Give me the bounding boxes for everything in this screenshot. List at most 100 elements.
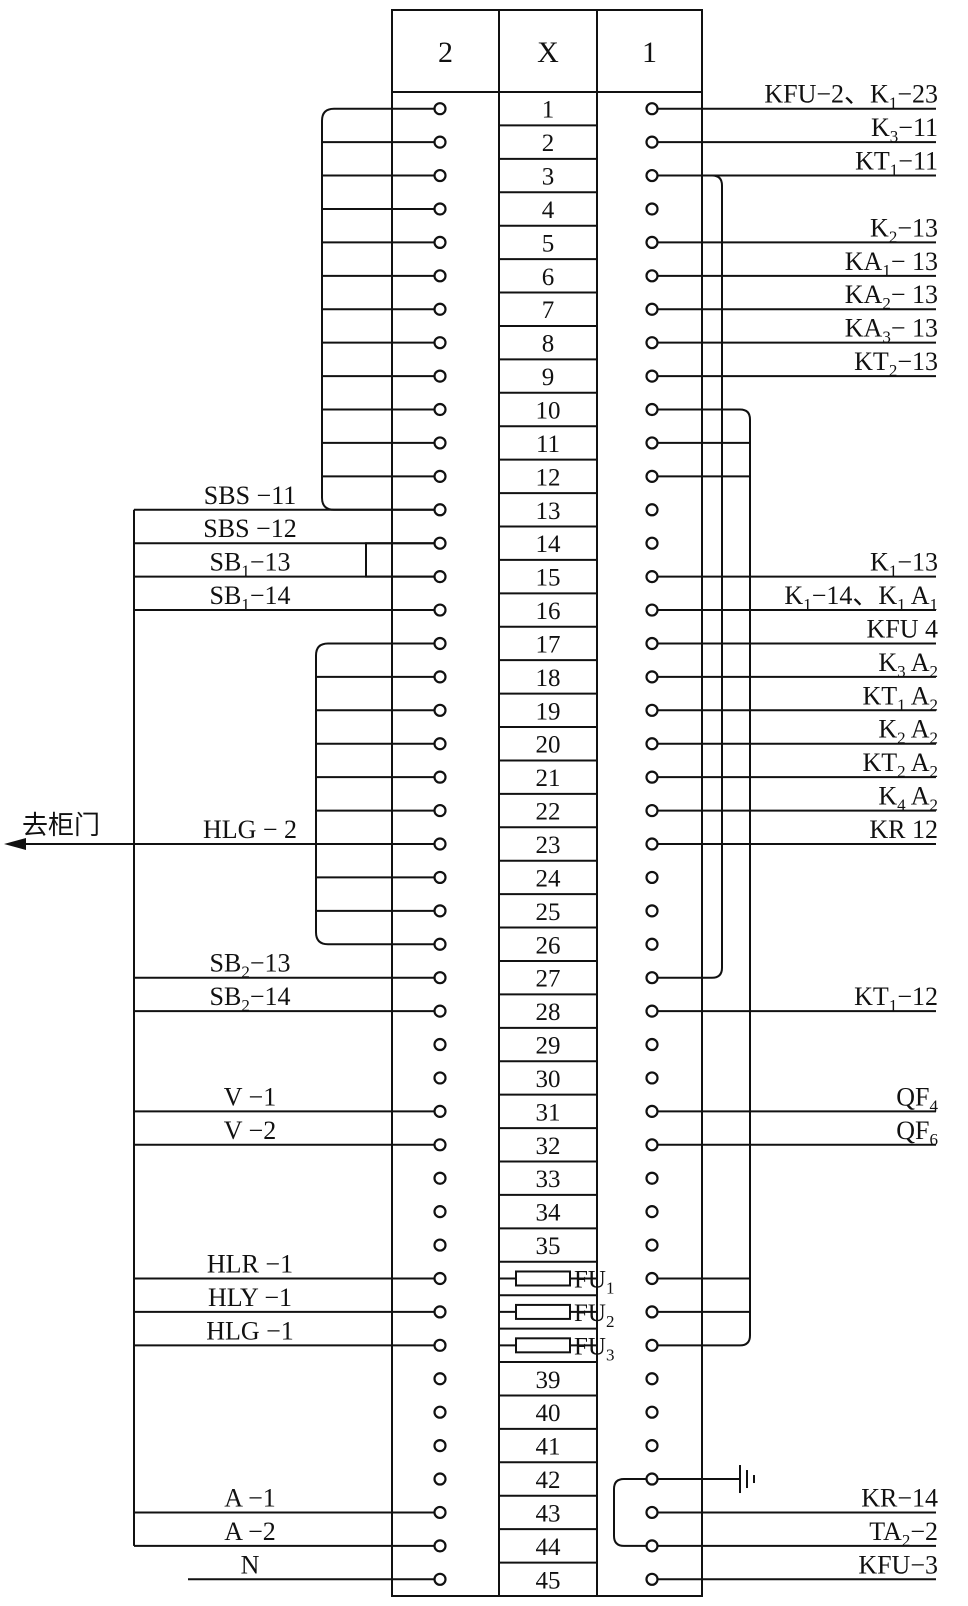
fuse-symbol bbox=[515, 1270, 571, 1287]
terminal-number: 17 bbox=[536, 631, 561, 658]
terminal-left bbox=[433, 1271, 447, 1286]
terminal-number: 12 bbox=[536, 464, 561, 491]
wire-label-right: KFU 4 bbox=[866, 614, 938, 643]
terminal-right bbox=[645, 402, 659, 417]
jumper-right bbox=[658, 408, 751, 1347]
jumper-right bbox=[658, 174, 723, 979]
terminal-number: 43 bbox=[536, 1500, 561, 1527]
jumper-left bbox=[315, 642, 434, 946]
terminal-left bbox=[433, 636, 447, 651]
wire-label-left: SBS −11 bbox=[204, 481, 296, 510]
terminal-right bbox=[645, 904, 659, 918]
wire-label-left: N bbox=[241, 1550, 260, 1579]
terminal-number: 26 bbox=[536, 932, 561, 959]
terminal-number: 30 bbox=[536, 1066, 561, 1093]
terminal-left bbox=[433, 1138, 447, 1152]
terminal-left bbox=[433, 269, 447, 283]
wire-label-left: SB2−14 bbox=[210, 982, 291, 1015]
wire-label-left: HLR −1 bbox=[207, 1249, 293, 1278]
wire-label-right: KA2− 13 bbox=[845, 280, 938, 313]
terminal-number: 31 bbox=[536, 1099, 561, 1126]
terminal-number: 44 bbox=[536, 1534, 562, 1561]
wire-label-left: HLG −1 bbox=[206, 1316, 294, 1345]
strip-outline bbox=[391, 9, 703, 1597]
terminal-left bbox=[433, 1338, 447, 1352]
wire-label-right: K4 A2 bbox=[878, 782, 938, 815]
wire-label-right: KR−14 bbox=[861, 1483, 938, 1512]
terminal-right bbox=[645, 168, 659, 183]
terminal-left bbox=[433, 837, 447, 851]
terminal-left bbox=[433, 1171, 447, 1185]
jumper-bridge bbox=[365, 542, 434, 578]
terminal-right bbox=[645, 1138, 659, 1152]
terminal-number: 9 bbox=[542, 364, 555, 391]
terminal-right bbox=[645, 737, 659, 751]
terminal-right bbox=[645, 570, 659, 584]
terminal-right bbox=[645, 1372, 659, 1386]
terminal-number: 13 bbox=[536, 498, 561, 525]
terminal-right bbox=[645, 1305, 659, 1319]
terminal-number: 32 bbox=[536, 1133, 561, 1160]
column-header-middle: X bbox=[537, 36, 559, 69]
terminal-right bbox=[645, 269, 659, 283]
terminal-right bbox=[645, 1572, 659, 1586]
terminal-left bbox=[433, 402, 447, 417]
wire-label-right: K2 A2 bbox=[878, 715, 938, 748]
fuse-symbol bbox=[515, 1303, 571, 1320]
wire-label-left: SB1−14 bbox=[210, 581, 291, 614]
terminal-right bbox=[645, 1438, 659, 1453]
terminal-left bbox=[433, 803, 447, 818]
terminal-number: 33 bbox=[536, 1166, 561, 1193]
terminal-left bbox=[433, 670, 447, 684]
terminal-number: 18 bbox=[536, 665, 561, 692]
terminal-number: 20 bbox=[536, 732, 561, 759]
terminal-left bbox=[433, 1438, 447, 1453]
wire-label-right: KT2 A2 bbox=[862, 748, 938, 781]
terminal-number: 7 bbox=[542, 297, 555, 324]
terminal-left bbox=[433, 536, 447, 550]
terminal-number: 3 bbox=[542, 164, 555, 191]
wire-label-right: KA3− 13 bbox=[845, 314, 938, 347]
terminal-left bbox=[433, 1071, 447, 1085]
terminal-right bbox=[645, 1505, 659, 1520]
wire-label-right: K3 A2 bbox=[878, 648, 938, 681]
terminal-right bbox=[645, 1071, 659, 1085]
terminal-number: 4 bbox=[542, 197, 555, 224]
terminal-left bbox=[433, 937, 447, 951]
terminal-left bbox=[433, 603, 447, 617]
jumper-right bbox=[613, 1478, 646, 1547]
wire-label-right: KA1− 13 bbox=[845, 247, 938, 280]
wire-label-left: SBS −12 bbox=[203, 514, 296, 543]
terminal-number: 22 bbox=[536, 799, 561, 826]
terminal-left bbox=[433, 1472, 447, 1486]
wire-label-right: KT1−12 bbox=[854, 982, 938, 1015]
terminal-right bbox=[645, 1472, 659, 1486]
wire-label-right: KT1 A2 bbox=[862, 681, 938, 714]
terminal-number: 16 bbox=[536, 598, 561, 625]
terminal-right bbox=[645, 202, 659, 216]
terminal-left bbox=[433, 102, 447, 116]
terminal-number: 11 bbox=[536, 431, 560, 458]
wire-label-right: KFU−3 bbox=[858, 1550, 938, 1579]
terminal-left bbox=[433, 168, 447, 183]
terminal-number: 5 bbox=[542, 230, 555, 257]
terminal-right bbox=[645, 1004, 659, 1018]
terminal-number: 29 bbox=[536, 1033, 561, 1060]
terminal-right bbox=[645, 971, 659, 985]
terminal-number: 10 bbox=[536, 398, 561, 425]
wire-label-right: KT2−13 bbox=[854, 347, 938, 380]
terminal-right bbox=[645, 1171, 659, 1185]
terminal-left bbox=[433, 235, 447, 249]
wire-label-right: K2−13 bbox=[870, 213, 938, 246]
terminal-left bbox=[433, 1238, 447, 1252]
terminal-right bbox=[645, 636, 659, 651]
wire-label-right: KFU−2、K1−23 bbox=[764, 80, 938, 113]
terminal-right bbox=[645, 803, 659, 818]
terminal-left bbox=[433, 1372, 447, 1386]
terminal-left bbox=[433, 135, 447, 149]
terminal-number: 1 bbox=[542, 97, 555, 124]
wire-label-left: A −2 bbox=[224, 1517, 276, 1546]
terminal-number: 15 bbox=[536, 565, 561, 592]
